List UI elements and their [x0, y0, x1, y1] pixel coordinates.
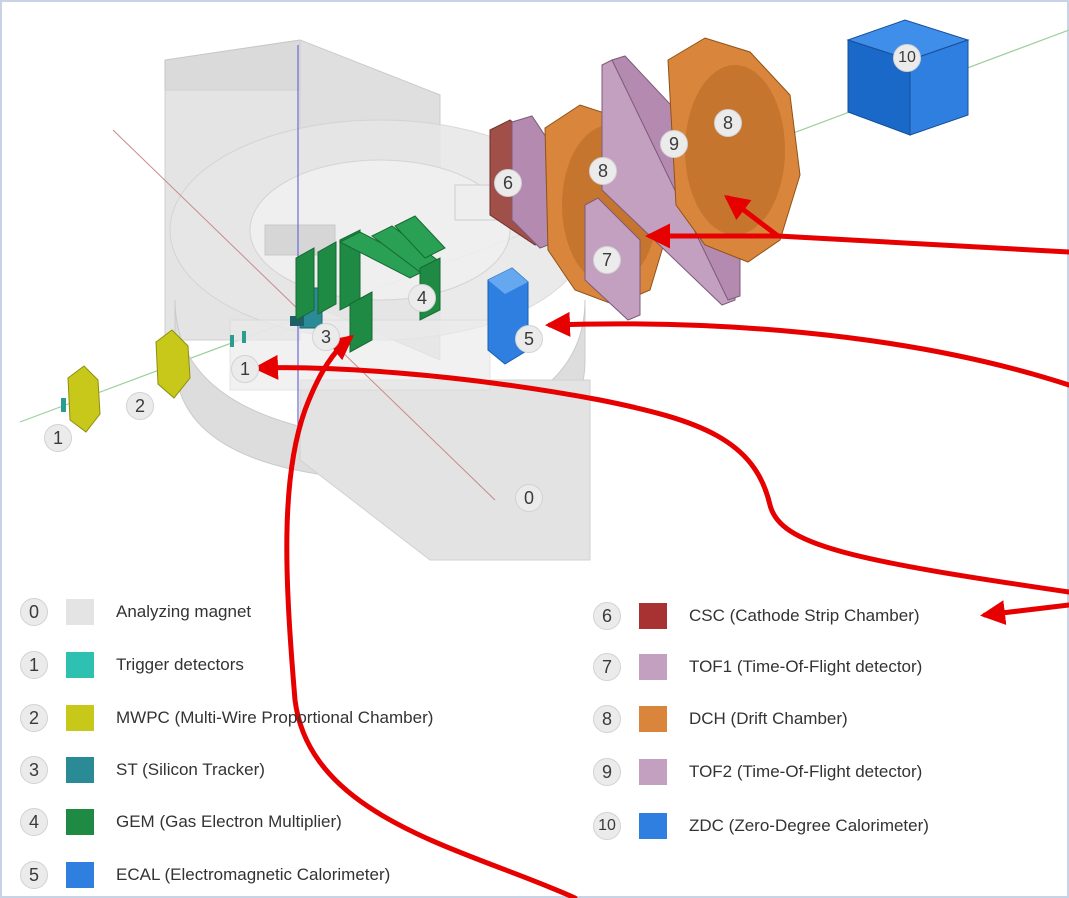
annotation-arrows [253, 194, 1069, 898]
legend-swatch [66, 757, 94, 783]
legend-item: 2 MWPC (Multi-Wire Proportional Chamber) [20, 703, 433, 733]
legend-label: Trigger detectors [116, 655, 244, 674]
legend-swatch [66, 705, 94, 731]
legend-item: 1 Trigger detectors [20, 650, 244, 680]
badge-5: 5 [515, 325, 543, 353]
legend-number: 10 [593, 812, 621, 840]
legend-label: ZDC (Zero-Degree Calorimeter) [689, 816, 929, 835]
legend-swatch [639, 654, 667, 680]
legend-label: CSC (Cathode Strip Chamber) [689, 606, 920, 625]
legend-swatch [639, 603, 667, 629]
legend-swatch [639, 759, 667, 785]
legend-label: ST (Silicon Tracker) [116, 760, 265, 779]
legend-item: 3 ST (Silicon Tracker) [20, 755, 265, 785]
badge-6: 6 [494, 169, 522, 197]
legend-number: 2 [20, 704, 48, 732]
trigger-detector-shape [61, 398, 66, 412]
legend-number: 4 [20, 808, 48, 836]
legend-item: 8 DCH (Drift Chamber) [593, 704, 848, 734]
legend-item: 4 GEM (Gas Electron Multiplier) [20, 807, 342, 837]
legend-label: DCH (Drift Chamber) [689, 709, 848, 728]
legend-swatch [66, 652, 94, 678]
badge-1a: 1 [44, 424, 72, 452]
legend-swatch [639, 706, 667, 732]
legend-item: 7 TOF1 (Time-Of-Flight detector) [593, 652, 922, 682]
badge-1b: 1 [231, 355, 259, 383]
mwpc-shape [67, 365, 101, 433]
trigger-detector-shape [242, 331, 246, 343]
legend-label: Analyzing magnet [116, 602, 252, 621]
badge-7: 7 [593, 246, 621, 274]
legend-number: 9 [593, 758, 621, 786]
legend-item: 0 Analyzing magnet [20, 597, 251, 627]
legend-label: TOF2 (Time-Of-Flight detector) [689, 762, 923, 781]
legend-label: MWPC (Multi-Wire Proportional Chamber) [116, 708, 434, 727]
legend-swatch [66, 809, 94, 835]
silicon-tracker-shape [290, 316, 304, 326]
zdc-shape [846, 19, 970, 136]
legend-number: 1 [20, 651, 48, 679]
analyzing-magnet [164, 39, 591, 561]
badge-8b: 8 [714, 109, 742, 137]
legend-label: TOF1 (Time-Of-Flight detector) [689, 657, 923, 676]
legend-swatch [66, 599, 94, 625]
legend-label: GEM (Gas Electron Multiplier) [116, 812, 342, 831]
legend-item: 5 ECAL (Electromagnetic Calorimeter) [20, 860, 390, 890]
badge-8a: 8 [589, 157, 617, 185]
legend-item: 9 TOF2 (Time-Of-Flight detector) [593, 757, 922, 787]
badge-10: 10 [893, 44, 921, 72]
legend-number: 7 [593, 653, 621, 681]
badge-0: 0 [515, 484, 543, 512]
badge-2: 2 [126, 392, 154, 420]
trigger-detector-shape [230, 335, 234, 347]
badge-3: 3 [312, 323, 340, 351]
legend-number: 6 [593, 602, 621, 630]
legend-number: 8 [593, 705, 621, 733]
badge-4: 4 [408, 284, 436, 312]
legend-number: 0 [20, 598, 48, 626]
legend-item: 6 CSC (Cathode Strip Chamber) [593, 601, 920, 631]
dch-window [685, 65, 785, 235]
legend-swatch [639, 813, 667, 839]
legend-swatch [66, 862, 94, 888]
legend-number: 5 [20, 861, 48, 889]
mwpc-shape [155, 329, 191, 399]
legend-number: 3 [20, 756, 48, 784]
legend-item: 10 ZDC (Zero-Degree Calorimeter) [593, 811, 929, 841]
legend-label: ECAL (Electromagnetic Calorimeter) [116, 865, 391, 884]
badge-9: 9 [660, 130, 688, 158]
